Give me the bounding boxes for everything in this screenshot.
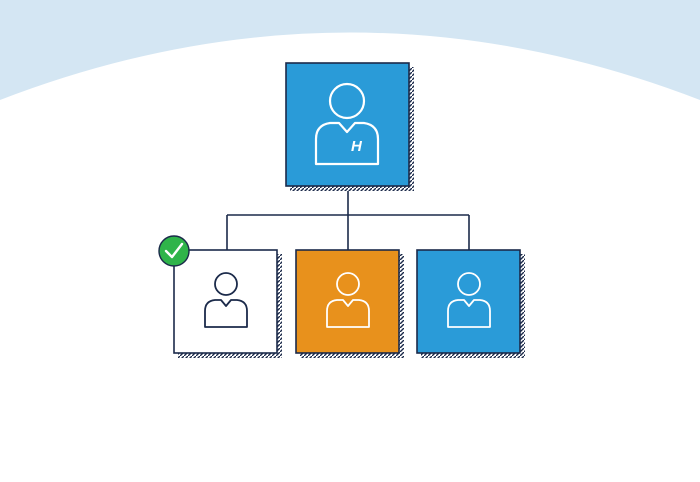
person-icon [447, 272, 491, 328]
root-node-box [285, 62, 410, 187]
checkmark-icon [164, 242, 184, 259]
background-arc [0, 0, 700, 100]
child-node-1[interactable] [173, 249, 282, 358]
child-node-3[interactable] [416, 249, 525, 358]
person-icon [314, 82, 380, 166]
person-icon [204, 272, 248, 328]
child-node-3-box [416, 249, 521, 354]
company-logo-mark: H [351, 138, 363, 155]
root-node[interactable]: H [285, 62, 414, 191]
child-node-2-box [295, 249, 400, 354]
person-icon [326, 272, 370, 328]
connector-lines [226, 186, 470, 250]
child-node-2[interactable] [295, 249, 404, 358]
child-node-1-box [173, 249, 278, 354]
checkmark-badge [158, 235, 190, 267]
selected-badge [158, 235, 190, 267]
